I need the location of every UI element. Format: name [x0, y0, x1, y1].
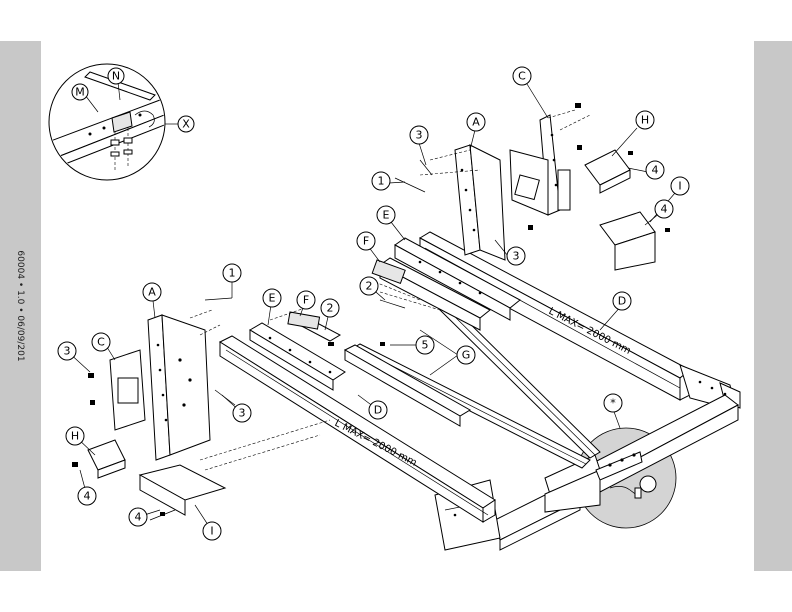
callout-f-right: F: [356, 231, 376, 251]
callout-star: *: [603, 393, 623, 413]
callout-3-left-upper: 3: [57, 341, 77, 361]
svg-text:4: 4: [652, 164, 659, 177]
callout-4-left-lower: 4: [128, 507, 148, 527]
left-upper-beams: [249, 307, 346, 391]
svg-text:I: I: [678, 180, 681, 193]
svg-text:D: D: [618, 295, 626, 308]
right-margin-band: [754, 41, 792, 571]
svg-text:3: 3: [513, 250, 520, 263]
left-mount-plates: [72, 297, 385, 521]
right-upper-beams: [371, 237, 521, 331]
svg-text:F: F: [303, 294, 309, 307]
callout-5: 5: [415, 335, 435, 355]
svg-text:E: E: [269, 292, 276, 305]
callout-leaders: [66, 83, 676, 532]
detail-callout-m: M: [71, 83, 89, 101]
svg-text:H: H: [71, 430, 79, 443]
callout-d-right: D: [612, 291, 632, 311]
svg-text:E: E: [383, 209, 390, 222]
svg-text:5: 5: [422, 339, 429, 352]
svg-text:X: X: [182, 118, 190, 131]
svg-text:G: G: [462, 349, 471, 362]
left-long-beam: [218, 335, 496, 523]
callout-c-left: C: [91, 332, 111, 352]
svg-text:C: C: [97, 336, 105, 349]
svg-text:4: 4: [84, 490, 91, 503]
callout-1-left: 1: [222, 263, 242, 283]
svg-text:4: 4: [661, 203, 668, 216]
callout-h-right: H: [635, 110, 655, 130]
callout-1-right: 1: [371, 171, 391, 191]
svg-text:1: 1: [378, 175, 385, 188]
svg-text:H: H: [641, 114, 649, 127]
callout-4-right-upper: 4: [645, 160, 665, 180]
callout-f-left: F: [296, 290, 316, 310]
svg-text:A: A: [148, 286, 156, 299]
right-mount-plates: [379, 103, 670, 309]
svg-text:A: A: [472, 116, 480, 129]
callout-4-right-lower: 4: [654, 199, 674, 219]
callout-g: G: [456, 345, 476, 365]
callout-2-left: 2: [320, 298, 340, 318]
callout-4-left-upper: 4: [77, 486, 97, 506]
svg-text:N: N: [112, 70, 120, 83]
svg-text:2: 2: [327, 302, 334, 315]
callout-d-left: D: [368, 400, 388, 420]
callout-e-right: E: [376, 205, 396, 225]
callout-3-right: 3: [409, 125, 429, 145]
svg-text:1: 1: [229, 267, 236, 280]
callout-3-left-lower: 3: [232, 403, 252, 423]
svg-text:2: 2: [366, 280, 373, 293]
detail-callout-x: X: [177, 115, 195, 133]
callout-c-right: C: [512, 66, 532, 86]
left-margin-band: [0, 41, 41, 571]
callout-i-left: I: [202, 521, 222, 541]
tow-ball: [595, 451, 657, 499]
svg-text:D: D: [374, 404, 382, 417]
svg-text:F: F: [363, 235, 369, 248]
svg-text:C: C: [518, 70, 526, 83]
svg-text:3: 3: [64, 345, 71, 358]
callout-3-right-lower: 3: [506, 246, 526, 266]
callout-a-left: A: [142, 282, 162, 302]
svg-text:4: 4: [135, 511, 142, 524]
svg-text:M: M: [75, 86, 85, 99]
callout-i-right: I: [670, 176, 690, 196]
svg-text:3: 3: [416, 129, 423, 142]
detail-callout-n: N: [107, 67, 125, 85]
callout-a-right: A: [466, 112, 486, 132]
svg-text:3: 3: [239, 407, 246, 420]
svg-text:*: *: [610, 397, 616, 410]
callout-h-left: H: [65, 426, 85, 446]
callout-2-right: 2: [359, 276, 379, 296]
callout-e-left: E: [262, 288, 282, 308]
svg-text:I: I: [210, 525, 213, 538]
